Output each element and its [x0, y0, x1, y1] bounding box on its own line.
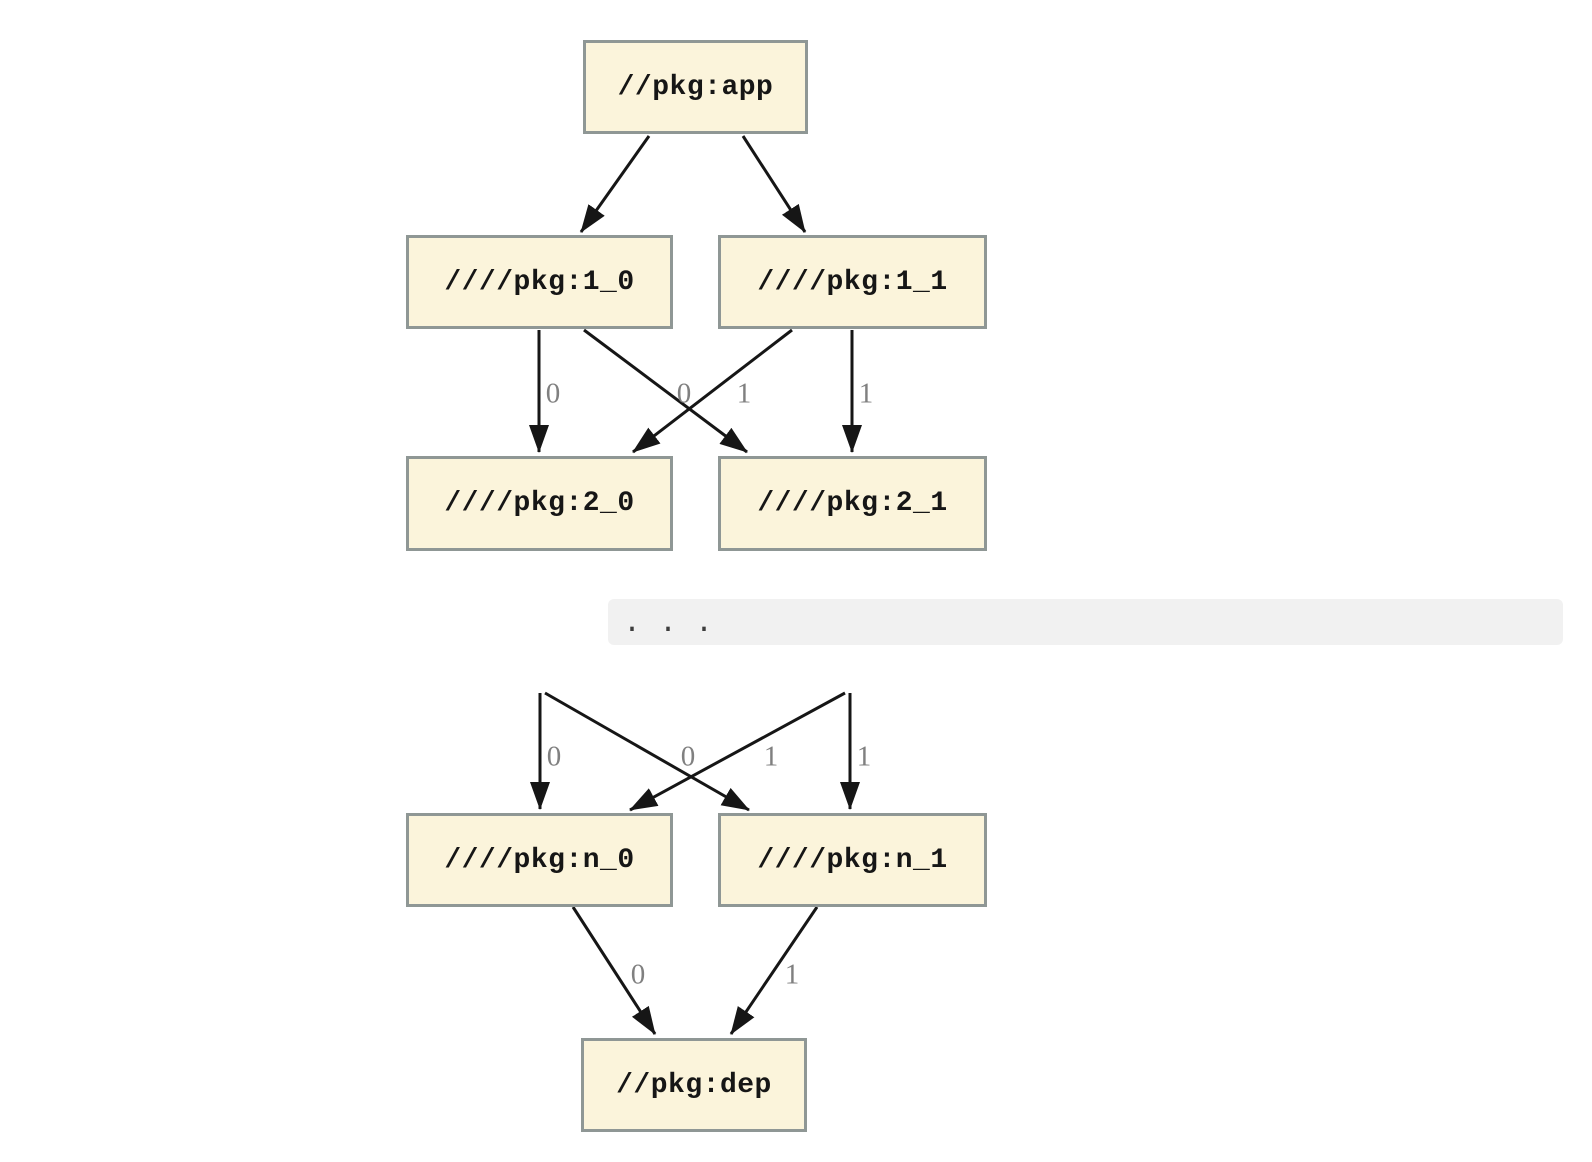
ellipsis-dots: . . . [623, 607, 714, 641]
node-pkg-n_0: ////pkg:n_0 [406, 813, 673, 907]
edge-label-n_1-cross: 1 [763, 740, 779, 773]
edge-label-1_1-2_1: 1 [858, 377, 874, 410]
ellipsis-band: . . . [608, 599, 1563, 645]
node-pkg-1_1: ////pkg:1_1 [718, 235, 987, 329]
edge-ellipsis-to-n_0-cross [629, 691, 846, 812]
node-pkg-2_1: ////pkg:2_1 [718, 456, 987, 551]
edge-label-n_1-dep: 1 [784, 958, 800, 991]
node-pkg-dep: //pkg:dep [581, 1038, 807, 1132]
node-pkg-2_0: ////pkg:2_0 [406, 456, 673, 551]
edge-label-1_1-2_0: 0 [676, 377, 692, 410]
edge-label-n_1-straight: 1 [856, 740, 872, 773]
edge-1_1-to-2_0 [632, 328, 793, 454]
edge-label-n_0-straight: 0 [546, 740, 562, 773]
node-pkg-app: //pkg:app [583, 40, 808, 134]
edge-app-to-1_0 [579, 135, 651, 233]
edge-app-to-1_1 [741, 135, 807, 233]
edge-label-n_0-cross: 0 [680, 740, 696, 773]
node-pkg-1_0: ////pkg:1_0 [406, 235, 673, 329]
edge-ellipsis-to-n_1-cross [544, 691, 750, 812]
edge-n_1-to-dep [729, 906, 819, 1035]
edge-label-1_0-2_0: 0 [545, 377, 561, 410]
edge-label-1_0-2_1: 1 [736, 377, 752, 410]
edge-1_0-to-2_1 [583, 328, 748, 454]
edge-label-n_0-dep: 0 [630, 958, 646, 991]
node-pkg-n_1: ////pkg:n_1 [718, 813, 987, 907]
